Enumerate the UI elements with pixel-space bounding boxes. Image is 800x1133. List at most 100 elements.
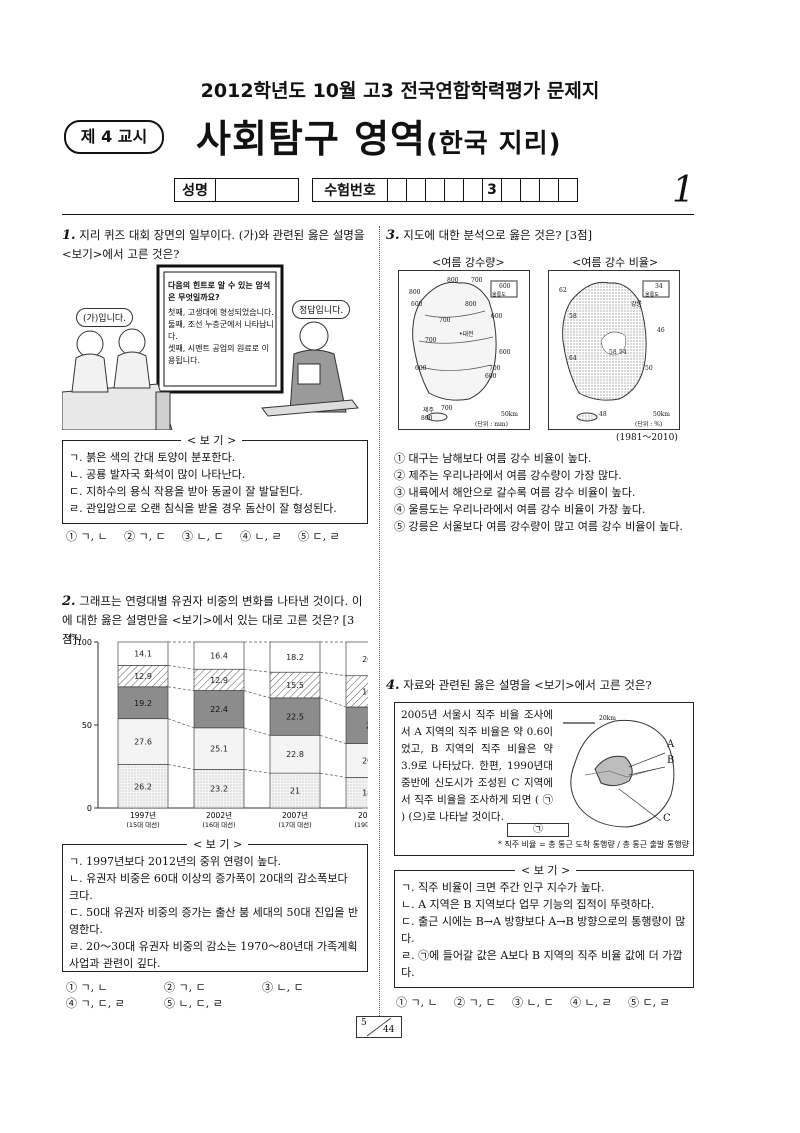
data-label: 22: [366, 721, 368, 730]
q4-answer-option[interactable]: ② ㄱ, ㄷ: [454, 996, 496, 1009]
bar-segment: [269, 641, 321, 673]
data-label: 20.4: [362, 757, 368, 766]
q2-choice: ㄱ. 1997년보다 2012년의 중위 연령이 높다.: [69, 855, 282, 868]
blank-answer-box: ㉠: [507, 823, 569, 837]
data-label: 14.1: [134, 650, 152, 659]
map-scale: 50km: [501, 411, 518, 418]
exam-number-cell[interactable]: [463, 178, 483, 202]
exam-number-cell[interactable]: [539, 178, 559, 202]
connector-line: [319, 697, 347, 708]
map-right-title: <여름 강수 비율>: [572, 256, 659, 269]
bar-segment: [193, 769, 245, 809]
map-scale: 20km: [599, 715, 616, 722]
connector-line: [319, 734, 347, 744]
bar-segment: [345, 777, 368, 809]
q1-answer-option[interactable]: ① ㄱ, ㄴ: [66, 530, 108, 543]
map-label: 강릉: [631, 301, 643, 308]
exam-number-cell[interactable]: [425, 178, 445, 202]
map-label: 700: [425, 337, 437, 344]
map-label: 700: [489, 365, 501, 372]
map-label: 58: [609, 349, 617, 356]
exam-number-cell[interactable]: [558, 178, 578, 202]
board-text: 다음의 힌트로 알 수 있는 암석은 무엇일까요? 첫째, 고생대에 형성되었습…: [168, 280, 276, 367]
q1-illustration: 다음의 힌트로 알 수 있는 암석은 무엇일까요? 첫째, 고생대에 형성되었습…: [61, 262, 368, 431]
q3-answer-option[interactable]: ③ 내륙에서 해안으로 갈수록 여름 강수 비율이 높다.: [394, 486, 636, 499]
data-label: 21: [290, 787, 300, 796]
name-field[interactable]: [215, 178, 299, 202]
map-label: 600: [491, 313, 503, 320]
q1-answers: ① ㄱ, ㄴ ② ㄱ, ㄷ ③ ㄴ, ㄷ ④ ㄴ, ㄹ ⑤ ㄷ, ㄹ: [66, 528, 366, 544]
map-label: 700: [471, 277, 483, 284]
q1-answer-option[interactable]: ② ㄱ, ㄷ: [124, 530, 166, 543]
q3-answer-option[interactable]: ⑤ 강릉은 서울보다 여름 강수량이 많고 여름 강수 비율이 높다.: [394, 520, 683, 533]
q1-text: 지리 퀴즈 대회 장면의 일부이다. (가)와 관련된 옳은 설명을 <보기>에…: [62, 228, 365, 261]
exam-number-cell[interactable]: [520, 178, 540, 202]
y-tick-label: 100: [77, 638, 92, 647]
q1-choice: ㄴ. 공룡 발자국 화석이 많이 나타난다.: [69, 468, 246, 481]
connector-line: [243, 668, 271, 673]
map-label: 800: [447, 277, 459, 284]
q4-data-box: 2005년 서울시 직주 비율 조사에서 A 지역의 직주 비율은 약 0.6이…: [394, 702, 694, 856]
exam-number-cell[interactable]: [501, 178, 521, 202]
x-tick-label: 1997년: [130, 810, 156, 820]
connector-line: [243, 769, 271, 774]
q2-answer-option[interactable]: ④ ㄱ, ㄷ, ㄹ: [66, 997, 125, 1010]
map-label: 700: [441, 405, 453, 412]
q2-stem: 2. 그래프는 연령대별 유권자 비중의 변화를 나타낸 것이다. 이에 대한 …: [62, 592, 368, 649]
q4-answer-option[interactable]: ③ ㄴ, ㄷ: [512, 996, 554, 1009]
q4-choice: ㄱ. 직주 비율이 크면 주간 인구 지수가 높다.: [401, 881, 605, 894]
subject-main: 사회탐구 영역: [196, 117, 426, 161]
page-number: 1: [672, 170, 695, 211]
map-left-title: <여름 강수량>: [432, 256, 505, 269]
q1-number: 1.: [62, 228, 76, 243]
q4-number: 4.: [386, 678, 400, 693]
page-current: 5: [361, 1018, 367, 1028]
q2-answer-option[interactable]: ⑤ ㄴ, ㄷ, ㄹ: [164, 997, 223, 1010]
data-label: 12.9: [134, 672, 152, 681]
q4-choice: ㄴ. A 지역은 B 지역보다 업무 기능의 집적이 뚜렷하다.: [401, 898, 655, 911]
map-label: 64: [569, 355, 577, 362]
q1-answer-option[interactable]: ③ ㄴ, ㄷ: [182, 530, 224, 543]
q1-choice: ㄷ. 지하수의 용식 작용을 받아 동굴이 잘 발달된다.: [69, 485, 303, 498]
q2-number: 2.: [62, 594, 76, 609]
bar-segment: [269, 671, 321, 699]
board-hint: 셋째, 시멘트 공업의 원료로 이용됩니다.: [168, 344, 270, 365]
exam-number-cell[interactable]: [387, 178, 407, 202]
exam-number-cell[interactable]: [444, 178, 464, 202]
map-label: 울릉도: [645, 292, 659, 298]
q3-answer-option[interactable]: ② 제주는 우리나라에서 여름 강수량이 가장 많다.: [394, 469, 622, 482]
map-unit: (단위 : mm): [475, 421, 508, 428]
map-label: 800: [421, 415, 433, 422]
q1-stem: 1. 지리 퀴즈 대회 장면의 일부이다. (가)와 관련된 옳은 설명을 <보…: [62, 226, 368, 264]
q4-answer-option[interactable]: ⑤ ㄷ, ㄹ: [628, 996, 670, 1009]
q2-choice: ㄴ. 유권자 비중은 60대 이상의 증가폭이 20대의 감소폭보다 크다.: [69, 872, 348, 902]
q2-choice: ㄹ. 20～30대 유권자 비중의 감소는 1970～80년대 가족계획 사업과…: [69, 940, 358, 970]
q2-answer-option[interactable]: ③ ㄴ, ㄷ: [262, 981, 304, 994]
q4-answer-option[interactable]: ① ㄱ, ㄴ: [396, 996, 438, 1009]
name-box: 성명: [174, 178, 299, 202]
map-label: 46: [657, 327, 665, 334]
q4-choice: ㄷ. 출근 시에는 B→A 방향보다 A→B 방향으로의 통행량이 많다.: [401, 915, 686, 945]
q3-answer-option[interactable]: ④ 울릉도는 우리나라에서 여름 강수 비율이 가장 높다.: [394, 503, 646, 516]
bar-segment: [345, 641, 368, 677]
q3-answer-option[interactable]: ① 대구는 남해보다 여름 강수 비율이 높다.: [394, 452, 592, 465]
q3-stem: 3. 지도에 대한 분석으로 옳은 것은? [3점]: [386, 226, 692, 245]
q1-answer-option[interactable]: ④ ㄴ, ㄹ: [240, 530, 282, 543]
q2-answer-option[interactable]: ① ㄱ, ㄴ: [66, 981, 108, 994]
q4-answer-option[interactable]: ④ ㄴ, ㄹ: [570, 996, 612, 1009]
exam-number-cell[interactable]: [406, 178, 426, 202]
map-label: 800: [409, 289, 421, 296]
q2-answer-option[interactable]: ② ㄱ, ㄷ: [164, 981, 206, 994]
data-label: 18.2: [286, 653, 304, 662]
x-tick-sublabel: (17대 대선): [278, 820, 311, 829]
bar-segment: [193, 641, 245, 670]
exam-number-cell[interactable]: 3: [482, 178, 502, 202]
data-label: 25.1: [210, 745, 228, 754]
name-label: 성명: [174, 178, 216, 202]
q1-bogi-label: < 보 기 >: [181, 432, 243, 448]
q1-answer-option[interactable]: ⑤ ㄷ, ㄹ: [298, 530, 340, 543]
bar-segment: [117, 641, 169, 666]
map-label: 600: [499, 283, 511, 290]
